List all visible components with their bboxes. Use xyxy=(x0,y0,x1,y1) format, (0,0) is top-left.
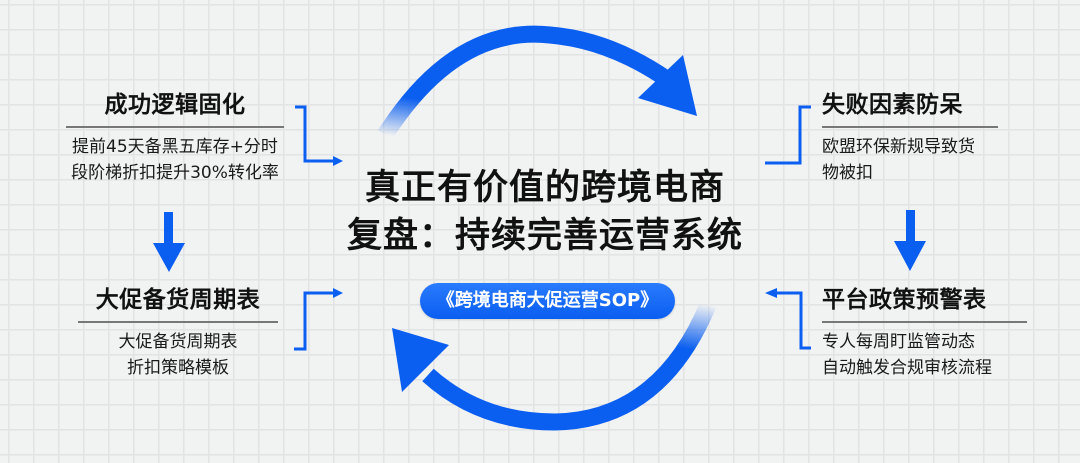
down-arrow-left-icon xyxy=(153,212,185,272)
block-title: 大促备货周期表 xyxy=(95,287,261,313)
block-success-logic: 成功逻辑固化 提前45天备黑五库存+分时 段阶梯折扣提升30%转化率 xyxy=(50,90,300,186)
center-title: 真正有价值的跨境电商 复盘：持续完善运营系统 xyxy=(330,164,760,260)
block-line: 自动触发合规审核流程 xyxy=(822,357,992,378)
block-title: 平台政策预警表 xyxy=(822,287,987,313)
block-line: 提前45天备黑五库存+分时 xyxy=(72,136,278,157)
divider xyxy=(822,126,998,128)
connector-bottom-left-icon xyxy=(294,288,343,351)
divider xyxy=(822,321,1027,323)
down-arrow-right-icon xyxy=(894,210,926,271)
block-title: 成功逻辑固化 xyxy=(104,92,246,118)
block-line: 欧盟环保新规导致货 xyxy=(822,136,975,157)
block-line: 段阶梯折扣提升30%转化率 xyxy=(71,162,279,183)
connector-bottom-right-icon xyxy=(765,288,811,350)
cycle-arrow-bottom-icon xyxy=(392,301,716,431)
divider xyxy=(78,321,278,323)
block-line: 折扣策略模板 xyxy=(127,357,229,378)
connector-top-right-icon xyxy=(765,105,811,165)
center-title-line1: 真正有价值的跨境电商 xyxy=(364,168,725,208)
block-line: 大促备货周期表 xyxy=(118,331,238,352)
connector-top-left-icon xyxy=(295,105,343,166)
block-title: 失败因素防呆 xyxy=(822,92,963,118)
block-platform-policy-alert: 平台政策预警表 专人每周盯监管动态 自动触发合规审核流程 xyxy=(822,285,1072,381)
block-line: 物被扣 xyxy=(822,162,873,183)
sop-badge: 《跨境电商大促运营SOP》 xyxy=(420,283,675,319)
block-failure-prevention: 失败因素防呆 欧盟环保新规导致货 物被扣 xyxy=(822,90,1062,186)
center-title-line2: 复盘：持续完善运营系统 xyxy=(346,216,743,256)
block-line: 专人每周盯监管动态 xyxy=(822,331,975,352)
divider xyxy=(66,126,284,128)
block-promo-stock-schedule: 大促备货周期表 大促备货周期表 折扣策略模板 xyxy=(58,285,298,381)
cycle-arrow-top-icon xyxy=(377,25,697,140)
